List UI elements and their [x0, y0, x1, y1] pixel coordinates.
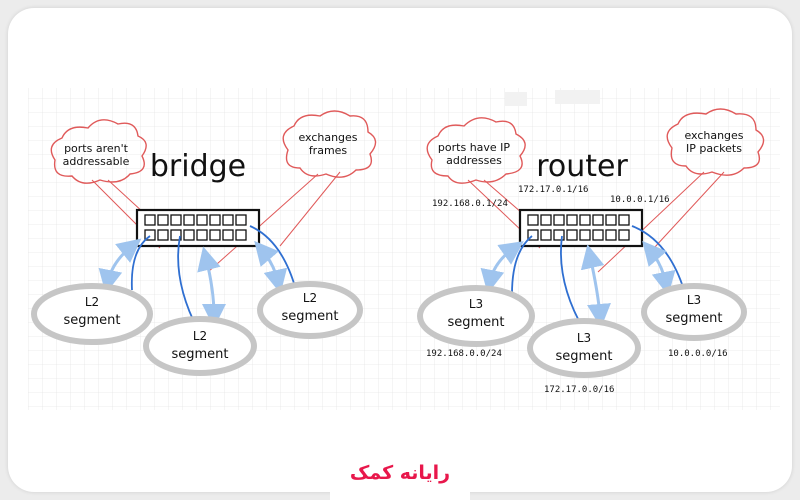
pointer-lines-right	[597, 171, 725, 273]
grid-patch	[555, 90, 600, 104]
cloud-left-text-2: addressable	[63, 155, 130, 168]
cloud-left-text-1: ports aren't	[64, 142, 129, 155]
frame-arrow	[197, 246, 226, 328]
segment-label-2: segment	[63, 313, 120, 328]
segment-network: 192.168.0.0/24	[426, 349, 502, 359]
l2-segment	[31, 283, 153, 345]
segment-label-1: L2	[193, 329, 207, 343]
cloud-left-text-2: addresses	[446, 154, 502, 167]
logo-tab	[330, 452, 470, 500]
l3-segment	[417, 285, 535, 347]
l2-segment	[257, 281, 363, 339]
l3-segment	[527, 318, 641, 378]
port-ip-left: 192.168.0.1/24	[432, 199, 508, 209]
segment-label-2: segment	[447, 315, 504, 330]
segment-label-1: L3	[687, 293, 701, 307]
cloud-right-text-2: IP packets	[686, 142, 742, 155]
l2-segment	[143, 316, 257, 376]
diagram-card: ports aren't addressable exchanges frame…	[8, 8, 792, 492]
frame-arrow	[254, 240, 288, 294]
segment-label-2: segment	[555, 349, 612, 364]
cloud-right-router	[666, 108, 765, 176]
router-ports	[527, 214, 630, 241]
network-diagram: ports aren't addressable exchanges frame…	[28, 88, 780, 410]
segment-label-2: segment	[281, 309, 338, 324]
segment-network: 172.17.0.0/16	[544, 385, 614, 395]
packet-arrow	[642, 240, 676, 296]
packet-arrow	[480, 241, 524, 294]
pointer-lines-right	[207, 171, 341, 273]
cloud-left-text-1: ports have IP	[438, 141, 511, 154]
cloud-right-bridge	[282, 110, 377, 178]
bridge-title: bridge	[150, 149, 246, 184]
packet-arrow	[580, 244, 611, 328]
segment-label-1: L3	[469, 297, 483, 311]
cloud-right-text-2: frames	[309, 144, 348, 157]
bridge-ports	[144, 214, 247, 241]
router-diagram: ports have IP addresses exchanges IP pac…	[417, 108, 765, 395]
l3-segment	[641, 283, 747, 341]
cloud-right-text-1: exchanges	[298, 131, 357, 144]
segment-label-1: L2	[303, 291, 317, 305]
segment-network: 10.0.0.0/16	[668, 349, 728, 359]
router-title: router	[536, 149, 628, 184]
segment-label-2: segment	[171, 347, 228, 362]
cloud-left-bridge	[50, 119, 147, 184]
port-ip-right: 10.0.0.1/16	[610, 195, 670, 205]
cloud-right-text-1: exchanges	[684, 129, 743, 142]
segment-label-2: segment	[665, 311, 722, 326]
brand-logo: رایانه کمک	[349, 462, 451, 484]
cloud-left-router	[426, 117, 526, 184]
frame-arrow	[98, 238, 142, 294]
bridge-diagram: ports aren't addressable exchanges frame…	[31, 110, 377, 376]
segment-label-1: L2	[85, 295, 99, 309]
grid-patch	[505, 92, 527, 106]
port-ip-middle: 172.17.0.1/16	[518, 185, 588, 195]
segment-label-1: L3	[577, 331, 591, 345]
